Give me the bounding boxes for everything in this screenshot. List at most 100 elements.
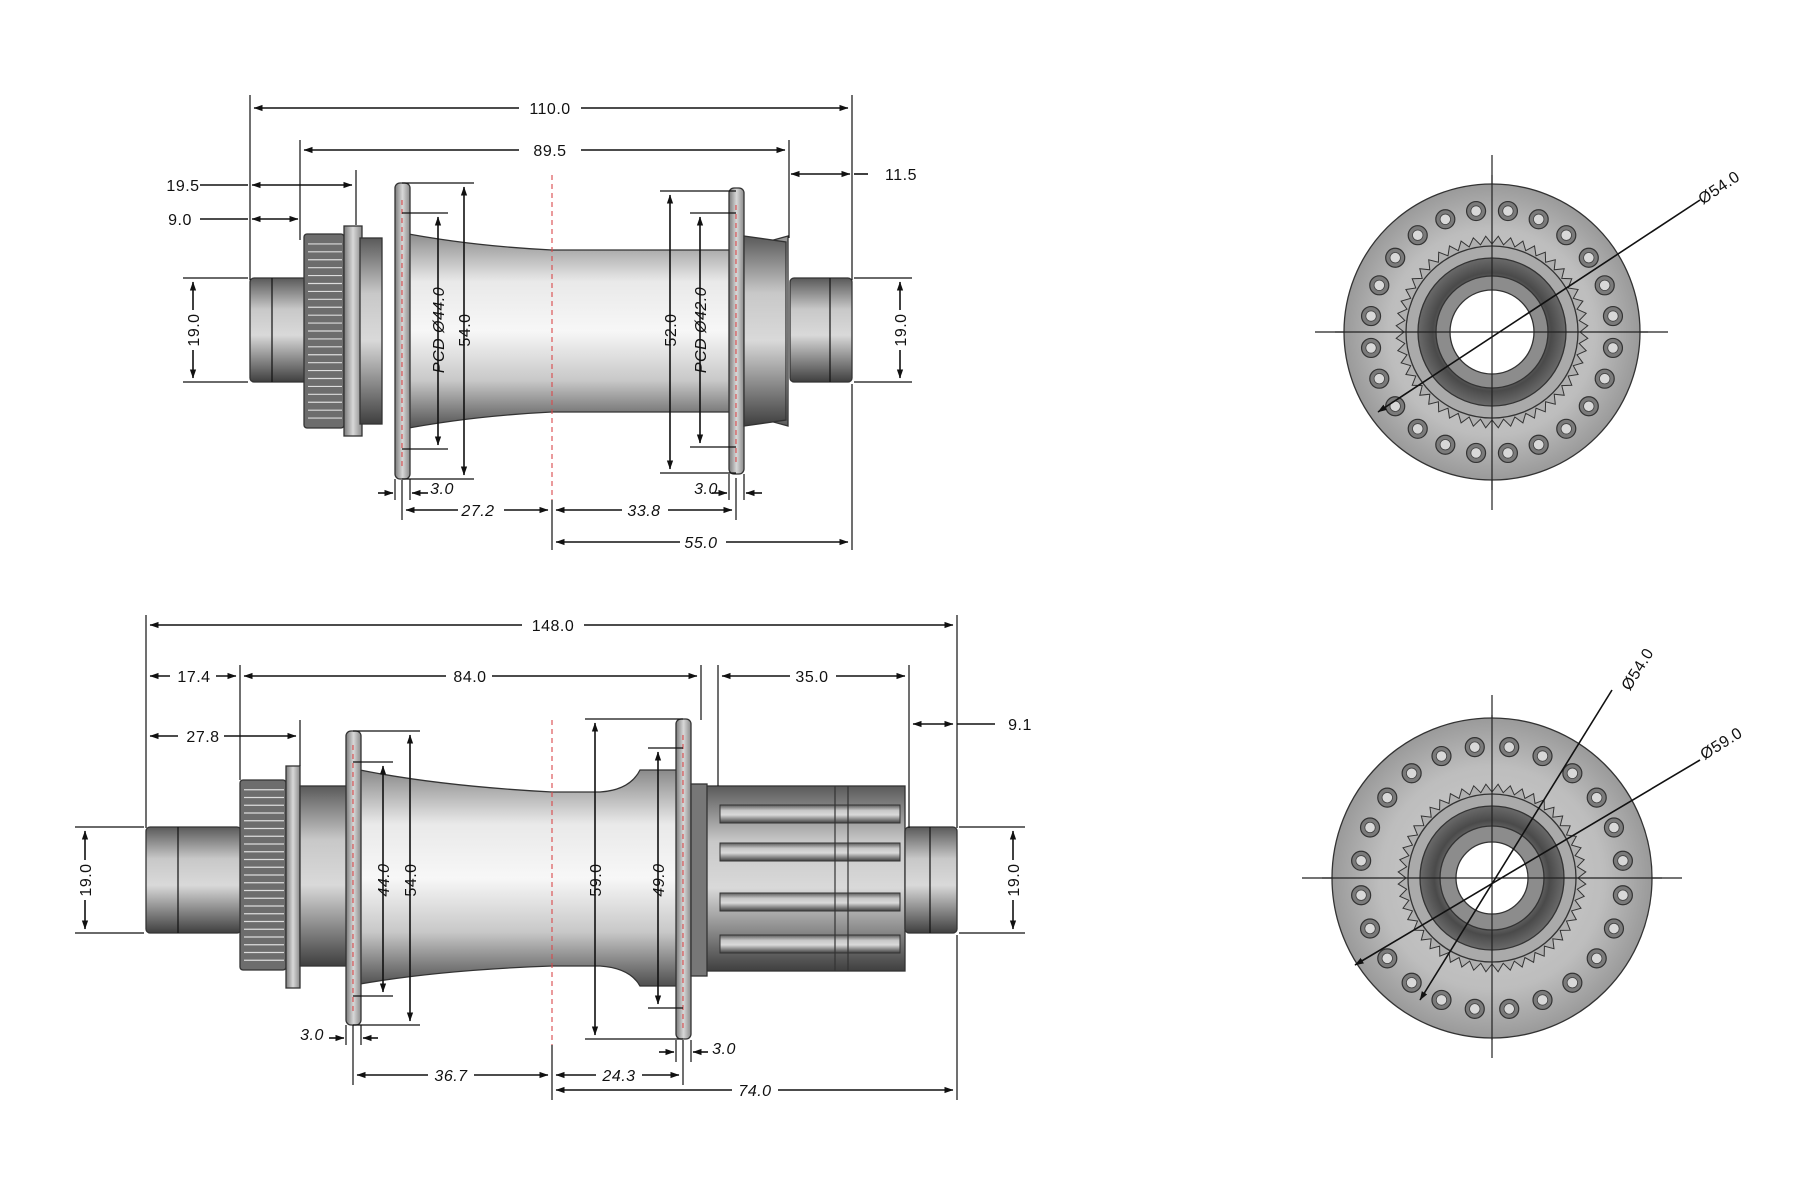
spoke-hole-inner bbox=[1389, 252, 1401, 264]
spoke-hole-inner bbox=[1364, 922, 1376, 935]
rear-end-leader-inner bbox=[1419, 689, 1613, 1001]
dim-front-flange-thk-right: 3.0 bbox=[694, 481, 718, 498]
dim-rear-end-diameter-inner: Ø54.0 bbox=[1619, 646, 1658, 694]
dim-front-right-offset: 11.5 bbox=[885, 167, 917, 184]
spoke-hole-inner bbox=[1364, 821, 1376, 834]
spoke-hole-inner bbox=[1566, 977, 1578, 989]
spoke-hole-inner bbox=[1406, 767, 1418, 779]
dim-front-left-cap: 9.0 bbox=[168, 212, 192, 229]
spoke-hole-inner bbox=[1355, 889, 1367, 901]
spoke-hole-inner bbox=[1412, 229, 1424, 241]
spoke-hole-inner bbox=[1381, 792, 1393, 804]
spoke-hole-inner bbox=[1470, 447, 1482, 459]
rear-hub-end-view: Ø54.0 Ø59.0 bbox=[1302, 646, 1746, 1058]
rear-end-spoke-holes bbox=[1351, 737, 1633, 1019]
rear-rotor-splines bbox=[244, 789, 284, 961]
dim-front-pcd-left: PCD Ø44.0 bbox=[431, 287, 448, 373]
dim-rear-center-left: 36.7 bbox=[434, 1068, 468, 1085]
dim-front-center-left: 27.2 bbox=[460, 503, 494, 520]
spoke-hole-inner bbox=[1502, 447, 1514, 459]
spoke-hole-inner bbox=[1435, 994, 1448, 1006]
front-end-diameter-leader bbox=[1377, 199, 1701, 413]
spoke-hole-inner bbox=[1469, 741, 1481, 753]
spoke-hole-inner bbox=[1503, 1003, 1515, 1015]
dim-front-flange-thk-left: 3.0 bbox=[430, 481, 454, 498]
spoke-hole-inner bbox=[1533, 213, 1545, 225]
front-end-spoke-holes bbox=[1360, 200, 1624, 464]
dim-rear-right-offset: 9.1 bbox=[1008, 717, 1032, 734]
dim-rear-flange-left: 54.0 bbox=[403, 863, 420, 896]
spoke-hole-inner bbox=[1591, 792, 1603, 804]
spoke-hole-inner bbox=[1560, 423, 1572, 435]
spoke-hole-inner bbox=[1439, 213, 1451, 225]
dim-front-pcd-right: PCD Ø42.0 bbox=[693, 287, 710, 373]
spoke-hole-inner bbox=[1435, 750, 1448, 762]
rear-hub-side-view bbox=[145, 718, 958, 1045]
dim-front-center-right: 33.8 bbox=[627, 503, 660, 520]
spoke-hole-inner bbox=[1355, 855, 1367, 867]
dim-front-flange-span: 89.5 bbox=[533, 143, 566, 160]
dim-rear-axle-right: 19.0 bbox=[1006, 863, 1023, 896]
spoke-hole-inner bbox=[1406, 977, 1418, 989]
spoke-hole-inner bbox=[1373, 373, 1385, 385]
spoke-hole-inner bbox=[1560, 229, 1572, 241]
spoke-hole-inner bbox=[1365, 342, 1377, 354]
front-axle-left bbox=[249, 277, 313, 383]
dim-rear-flange-right: 59.0 bbox=[588, 863, 605, 896]
dim-rear-overall: 148.0 bbox=[532, 618, 575, 635]
dim-rear-pcd-right: 49.0 bbox=[651, 863, 668, 896]
spoke-hole-inner bbox=[1412, 423, 1424, 435]
dim-rear-rotor-offset: 27.8 bbox=[186, 729, 219, 746]
dim-rear-flange-thk-left: 3.0 bbox=[300, 1027, 324, 1044]
dim-rear-axle-left: 19.0 bbox=[78, 863, 95, 896]
dim-rear-freehub: 35.0 bbox=[795, 669, 828, 686]
rear-axle-right bbox=[904, 826, 958, 934]
spoke-hole-inner bbox=[1533, 439, 1545, 451]
spoke-hole-inner bbox=[1470, 205, 1482, 217]
front-hub-body bbox=[397, 231, 789, 431]
spoke-hole-inner bbox=[1536, 994, 1549, 1006]
spoke-hole-inner bbox=[1503, 741, 1515, 753]
spoke-hole-inner bbox=[1608, 821, 1620, 834]
dim-rear-pcd-left: 44.0 bbox=[376, 863, 393, 896]
front-hub-dimensions: 110.0 89.5 19.5 9.0 11.5 19.0 19.0 PCD Ø… bbox=[166, 95, 917, 552]
spoke-hole-inner bbox=[1599, 373, 1611, 385]
spoke-hole-inner bbox=[1536, 750, 1549, 762]
spoke-hole-inner bbox=[1381, 952, 1393, 964]
dim-rear-flange-thk-right: 3.0 bbox=[712, 1041, 736, 1058]
dim-front-axle-right: 19.0 bbox=[893, 313, 910, 346]
spoke-hole-inner bbox=[1599, 279, 1611, 291]
spoke-hole-inner bbox=[1607, 342, 1619, 354]
spoke-hole-inner bbox=[1469, 1003, 1481, 1015]
dim-rear-body-span: 84.0 bbox=[453, 669, 486, 686]
spoke-hole-inner bbox=[1583, 400, 1595, 412]
dim-front-flange-left: 54.0 bbox=[457, 313, 474, 346]
spoke-hole-inner bbox=[1502, 205, 1514, 217]
spoke-hole-inner bbox=[1617, 889, 1629, 901]
spoke-hole-inner bbox=[1607, 310, 1619, 322]
dim-front-end-diameter: Ø54.0 bbox=[1696, 168, 1744, 208]
dim-front-axle-left: 19.0 bbox=[186, 313, 203, 346]
dim-front-left-offset: 19.5 bbox=[166, 178, 199, 195]
spoke-hole-inner bbox=[1617, 855, 1629, 867]
spoke-hole-inner bbox=[1439, 439, 1451, 451]
spoke-hole-inner bbox=[1608, 922, 1620, 935]
spoke-hole-inner bbox=[1365, 310, 1377, 322]
dim-front-flange-right: 52.0 bbox=[663, 313, 680, 346]
dim-rear-end-diameter-outer: Ø59.0 bbox=[1698, 725, 1746, 764]
rear-axle-left bbox=[145, 826, 242, 934]
dim-front-center-to-end: 55.0 bbox=[684, 535, 717, 552]
front-hub-end-view: Ø54.0 bbox=[1315, 155, 1743, 510]
dim-rear-center-right: 24.3 bbox=[601, 1068, 635, 1085]
front-axle-right bbox=[789, 277, 853, 383]
front-rotor-splines bbox=[308, 243, 342, 419]
rear-hub-dimensions: 148.0 17.4 84.0 35.0 27.8 9.1 19.0 19.0 … bbox=[75, 615, 1032, 1100]
dim-rear-center-to-end: 74.0 bbox=[738, 1083, 771, 1100]
spoke-hole-inner bbox=[1591, 952, 1603, 964]
spoke-hole-inner bbox=[1566, 767, 1578, 779]
rear-freehub-splines bbox=[719, 786, 901, 971]
spoke-hole-inner bbox=[1583, 252, 1595, 264]
rear-end-leader-outer bbox=[1354, 759, 1701, 966]
front-hub-side-view bbox=[249, 175, 853, 500]
